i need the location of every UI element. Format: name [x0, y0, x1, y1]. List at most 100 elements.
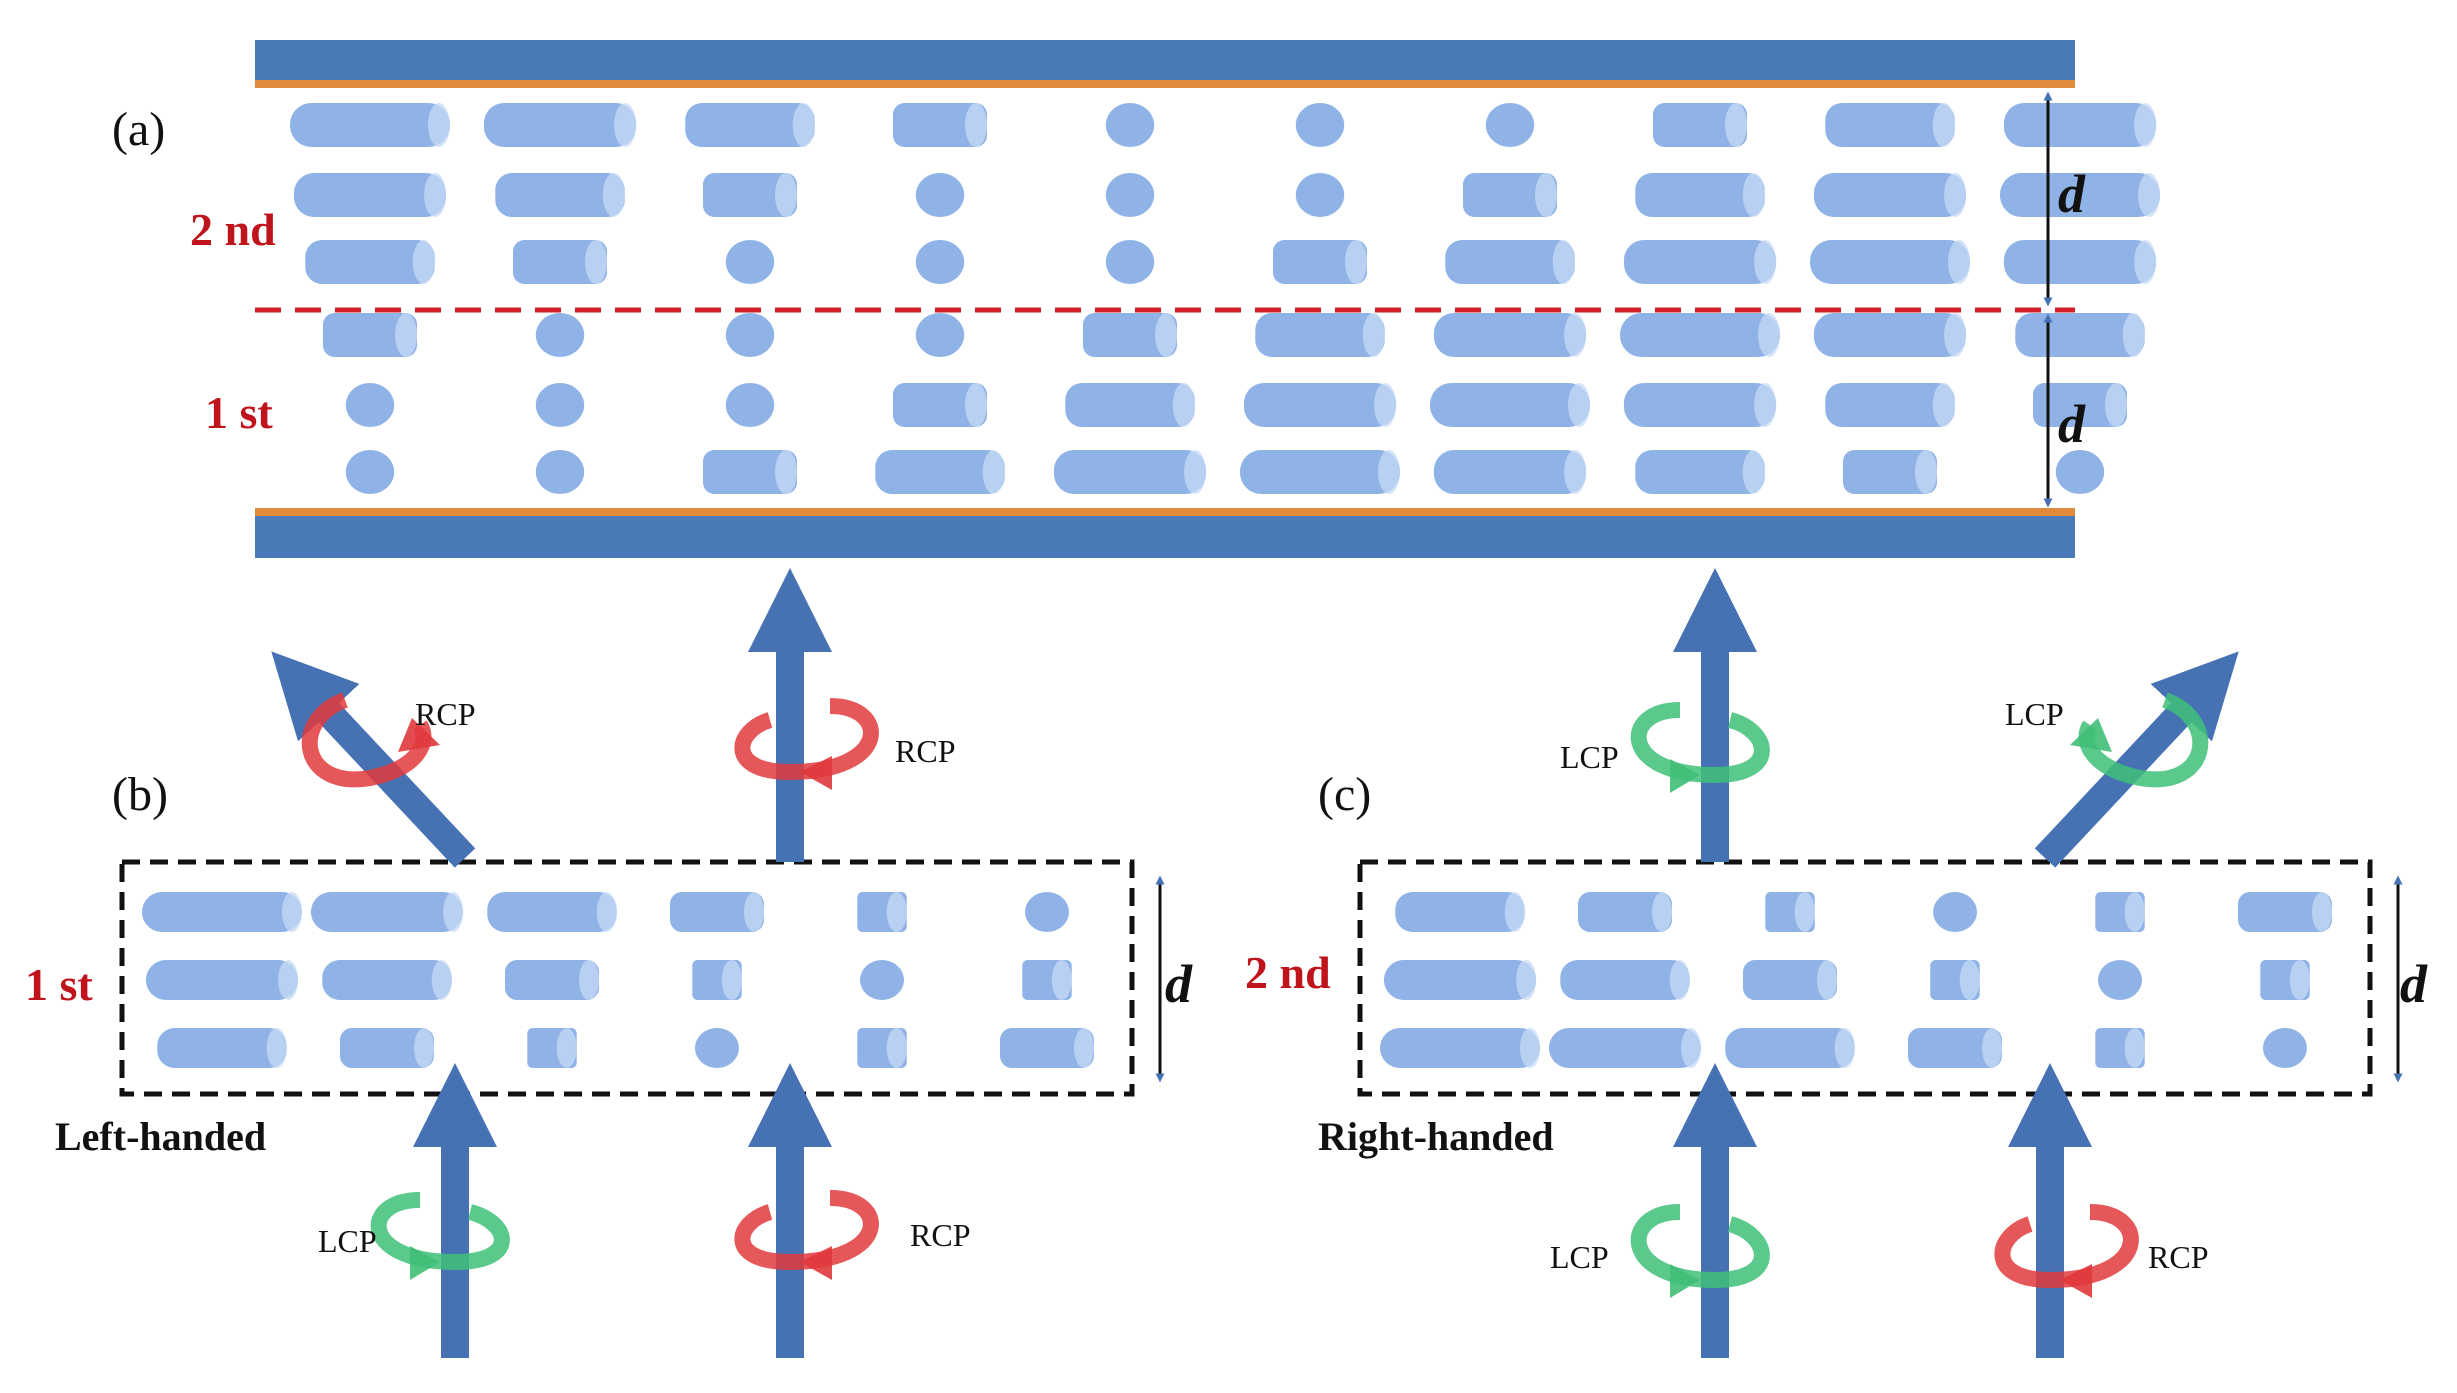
lc-molecule	[345, 450, 395, 494]
lc-molecule	[1635, 450, 1765, 494]
lc-molecule	[1243, 383, 1397, 427]
lc-molecule	[2003, 240, 2157, 284]
lc-molecule	[1082, 313, 1178, 357]
lc-molecule	[857, 1028, 907, 1068]
transmitted-beam-b	[734, 568, 879, 862]
lc-molecule	[1105, 240, 1155, 284]
lc-molecule	[999, 1028, 1095, 1068]
lc-molecule	[692, 960, 742, 1000]
lc-molecule	[293, 173, 447, 217]
lc-molecule	[339, 1028, 435, 1068]
lc-molecule	[669, 892, 765, 932]
panel-b-label: (b)	[112, 768, 168, 821]
lc-molecule	[1810, 240, 1970, 284]
panel-c-label: (c)	[1318, 768, 1371, 821]
lc-molecule	[145, 960, 299, 1000]
lcp-swirl-icon	[370, 1192, 510, 1271]
lc-molecule	[1842, 450, 1938, 494]
rcp-swirl-icon	[734, 698, 879, 781]
lc-molecule	[1813, 313, 1967, 357]
lc-molecule	[527, 1028, 577, 1068]
lc-molecule	[1825, 383, 1955, 427]
lc-molecule	[1295, 173, 1345, 217]
lc-molecule	[1105, 173, 1155, 217]
bottom-electrode	[255, 508, 2075, 516]
lc-molecule	[1295, 103, 1345, 147]
lc-molecule	[1725, 1028, 1855, 1068]
incident-right-pol-label-b: RCP	[910, 1217, 970, 1253]
lc-molecule	[535, 450, 585, 494]
incident-beam-right-c	[1994, 1063, 2139, 1358]
lc-molecule	[2263, 1028, 2307, 1068]
lc-molecule	[142, 892, 302, 932]
lc-molecule	[1813, 173, 1967, 217]
lc-molecule	[290, 103, 450, 147]
diffracted-beam-c	[2034, 651, 2239, 868]
layer-2nd-label: 2 nd	[190, 204, 276, 255]
lc-molecule	[1548, 1028, 1702, 1068]
lc-molecule	[495, 173, 625, 217]
lc-molecule	[685, 103, 815, 147]
panel-a-label: (a)	[112, 103, 165, 156]
lc-molecule	[1395, 892, 1525, 932]
lc-molecule	[892, 383, 988, 427]
lc-molecule	[1623, 383, 1777, 427]
panel-a: (a) 2 nd 1 st d d	[112, 40, 2160, 558]
lc-molecule	[2032, 383, 2128, 427]
lc-molecule	[1272, 240, 1368, 284]
lc-molecules-a	[290, 103, 2160, 494]
lc-molecule	[1255, 313, 1385, 357]
lc-molecule	[1430, 383, 1590, 427]
lc-molecule	[1025, 892, 1069, 932]
lc-molecule	[504, 960, 600, 1000]
lc-molecule	[1560, 960, 1690, 1000]
lc-molecule	[345, 383, 395, 427]
lc-molecule	[702, 173, 798, 217]
lc-molecule	[1635, 173, 1765, 217]
lc-molecules-c	[1380, 892, 2333, 1068]
lc-molecule	[1765, 892, 1815, 932]
rcp-swirl-icon	[734, 1190, 879, 1271]
lc-molecule	[487, 892, 617, 932]
top-electrode	[255, 80, 2075, 88]
grating-box-b	[119, 859, 1135, 1097]
lc-molecule	[915, 240, 965, 284]
lc-molecule	[695, 1028, 739, 1068]
lc-molecule	[1240, 450, 1400, 494]
incident-left-pol-label-c: LCP	[1550, 1239, 1609, 1275]
lc-molecule	[1445, 240, 1575, 284]
lc-molecule	[2095, 892, 2145, 932]
lc-molecule	[857, 892, 907, 932]
lc-molecule	[1825, 103, 1955, 147]
lc-molecule	[310, 892, 464, 932]
lc-molecule	[322, 313, 418, 357]
thickness-label-top: d	[2058, 164, 2086, 224]
lc-molecule	[157, 1028, 287, 1068]
lc-molecule	[535, 383, 585, 427]
lc-molecule	[2000, 173, 2160, 217]
lc-molecule	[1053, 450, 1207, 494]
lc-molecule	[1577, 892, 1673, 932]
lc-molecule	[483, 103, 637, 147]
lcp-swirl-icon	[1630, 702, 1770, 784]
lc-molecule	[1380, 1028, 1540, 1068]
lc-molecule	[2237, 892, 2333, 932]
lc-molecule	[1907, 1028, 2003, 1068]
incident-beam-left-c	[1630, 1063, 1770, 1358]
lc-molecule	[1022, 960, 1072, 1000]
lc-molecule	[2015, 313, 2145, 357]
panel-c: (c) 2 nd d Right-handed LCP LCP LCP RCP	[1245, 568, 2428, 1358]
lcp-swirl-icon	[1630, 1204, 1770, 1289]
lc-molecule	[1933, 892, 1977, 932]
layer-1st-label-b: 1 st	[25, 959, 93, 1010]
lc-molecule	[1652, 103, 1748, 147]
lc-molecule	[915, 313, 965, 357]
rcp-swirl-icon	[1994, 1204, 2139, 1289]
layer-1st-label: 1 st	[205, 387, 273, 438]
lc-molecule	[2098, 960, 2142, 1000]
lc-molecule	[875, 450, 1005, 494]
transmitted-pol-label-c: LCP	[1560, 739, 1619, 775]
thickness-label-bottom: d	[2058, 394, 2086, 454]
lc-molecule	[305, 240, 435, 284]
